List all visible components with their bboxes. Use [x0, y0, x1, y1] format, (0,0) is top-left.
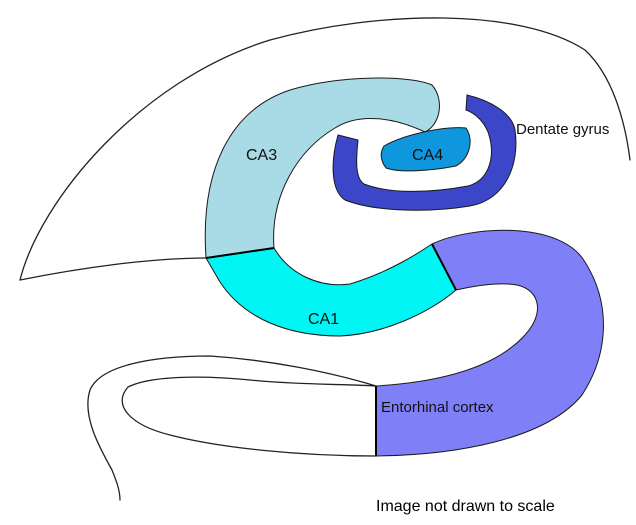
upper-lobe-inner-contour	[20, 258, 206, 280]
label-entorhinal-cortex: Entorhinal cortex	[381, 399, 494, 416]
label-ca1: CA1	[308, 311, 339, 328]
lower-inner-contour	[122, 377, 376, 456]
lower-brain-outline	[88, 356, 376, 500]
scale-note: Image not drawn to scale	[376, 498, 555, 516]
label-ca3: CA3	[246, 147, 277, 164]
label-dentate-gyrus: Dentate gyrus	[516, 121, 609, 138]
label-ca4: CA4	[412, 147, 443, 164]
